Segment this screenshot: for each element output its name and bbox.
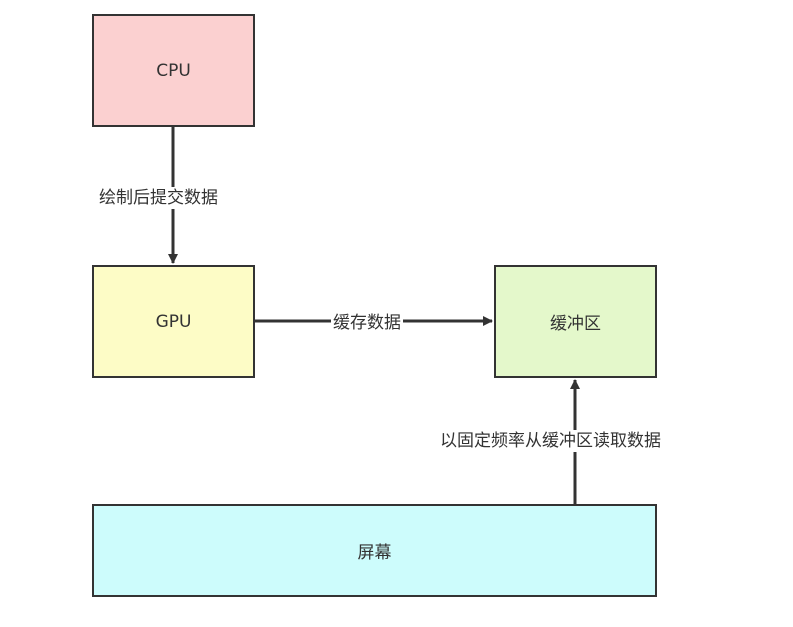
gpu-label: GPU [155, 311, 192, 332]
edge-label-cache-data: 缓存数据 [331, 312, 403, 334]
cpu-label: CPU [156, 60, 191, 81]
buffer-label: 缓冲区 [550, 314, 601, 334]
screen-label: 屏幕 [357, 543, 392, 563]
edge-label-read-buffer: 以固定频率从缓冲区读取数据 [438, 430, 663, 452]
gpu-node: GPU [92, 265, 255, 378]
buffer-node: 缓冲区 [494, 265, 657, 378]
screen-node: 屏幕 [92, 504, 657, 597]
cpu-node: CPU [92, 14, 255, 127]
edge-label-submit-data: 绘制后提交数据 [97, 187, 220, 209]
